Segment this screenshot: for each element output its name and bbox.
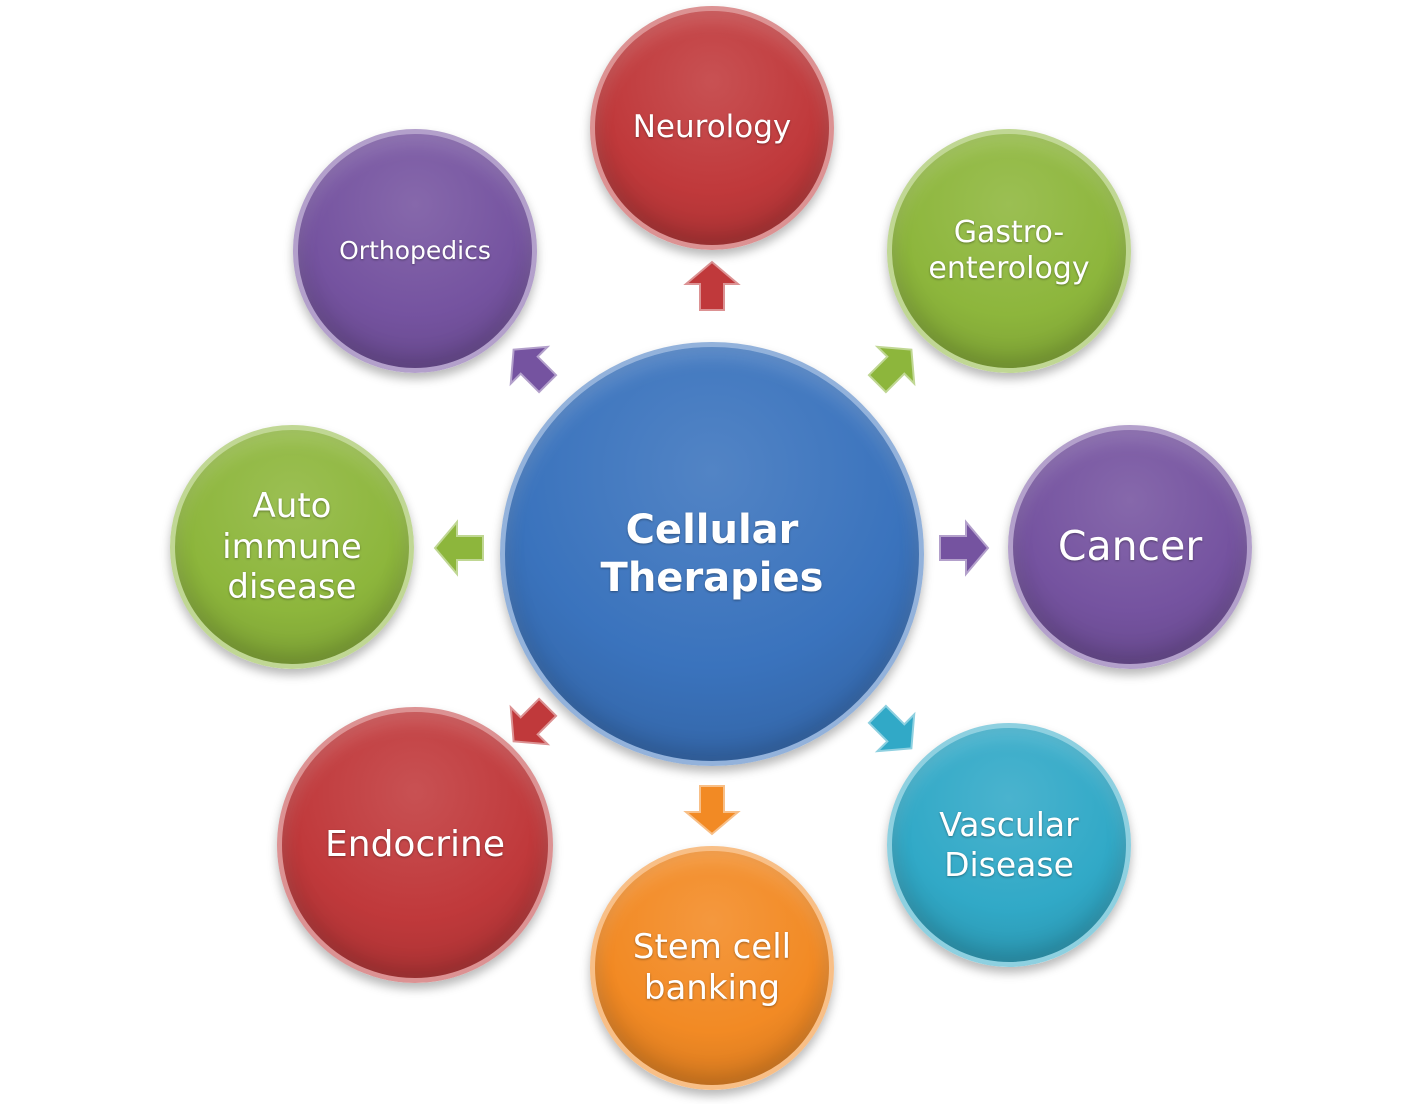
arrow-shape-neurology bbox=[683, 260, 741, 311]
node-neurology: Neurology bbox=[590, 6, 834, 250]
arrow-shape-autoimmune-disease bbox=[433, 519, 484, 577]
node-gastroenterology: Gastro- enterology bbox=[887, 129, 1131, 373]
node-neurology-label: Neurology bbox=[632, 109, 792, 146]
node-autoimmune-disease-label: Auto immune disease bbox=[222, 485, 362, 608]
node-endocrine: Endocrine bbox=[277, 707, 553, 983]
arrow-shape-orthopedics bbox=[509, 345, 558, 394]
node-endocrine-label: Endocrine bbox=[325, 824, 505, 866]
arrow-shape-endocrine bbox=[509, 697, 558, 746]
node-autoimmune-disease: Auto immune disease bbox=[170, 425, 414, 669]
node-stem-cell-banking-label: Stem cell banking bbox=[632, 927, 792, 1008]
arrow-polygon-neurology bbox=[683, 260, 741, 311]
arrow-polygon-orthopedics bbox=[509, 345, 558, 394]
arrow-polygon-vascular-disease bbox=[867, 704, 916, 753]
node-orthopedics-label: Orthopedics bbox=[339, 236, 491, 265]
node-cancer: Cancer bbox=[1008, 425, 1252, 669]
center-node-cellular-therapies: Cellular Therapies bbox=[500, 342, 924, 766]
arrow-shape-cancer bbox=[939, 519, 990, 577]
node-vascular-disease: Vascular Disease bbox=[887, 723, 1131, 967]
center-node-label: Cellular Therapies bbox=[600, 507, 824, 601]
arrow-polygon-cancer bbox=[939, 519, 990, 577]
node-gastroenterology-label: Gastro- enterology bbox=[928, 215, 1090, 286]
arrow-polygon-stem-cell-banking bbox=[683, 785, 741, 836]
node-cancer-label: Cancer bbox=[1057, 522, 1203, 571]
arrow-polygon-autoimmune-disease bbox=[433, 519, 484, 577]
node-vascular-disease-label: Vascular Disease bbox=[939, 805, 1079, 884]
arrow-shape-vascular-disease bbox=[867, 704, 916, 753]
node-orthopedics: Orthopedics bbox=[293, 129, 537, 373]
arrow-shape-stem-cell-banking bbox=[683, 785, 741, 836]
arrow-shape-gastroenterology bbox=[867, 345, 916, 394]
arrow-polygon-endocrine bbox=[509, 697, 558, 746]
node-stem-cell-banking: Stem cell banking bbox=[590, 846, 834, 1090]
arrow-polygon-gastroenterology bbox=[867, 345, 916, 394]
